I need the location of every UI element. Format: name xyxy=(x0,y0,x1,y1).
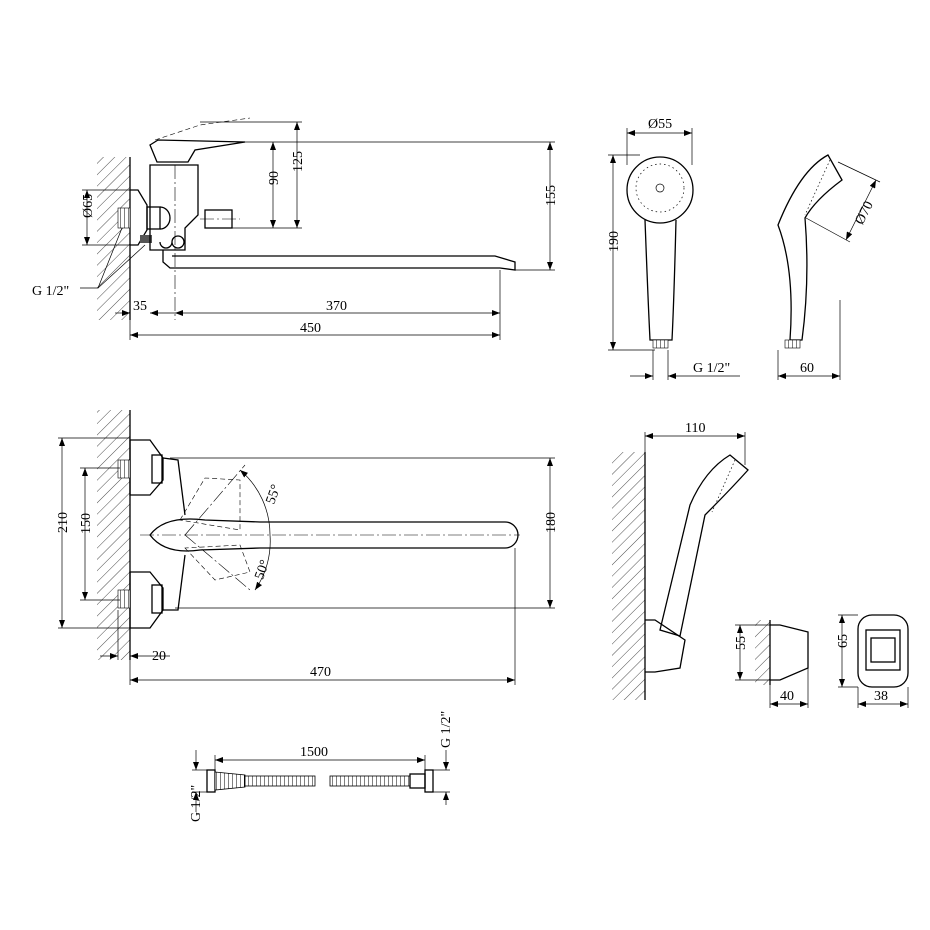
dim-d65: Ø65 xyxy=(81,194,96,218)
thread-right: G 1/2" xyxy=(439,711,454,748)
holder-front-view: 65 38 xyxy=(836,614,909,708)
dim-110: 110 xyxy=(685,421,705,436)
dim-450: 450 xyxy=(300,321,321,336)
dim-1500: 1500 xyxy=(300,745,328,760)
dim-370: 370 xyxy=(326,299,347,314)
thread-label: G 1/2" xyxy=(32,284,69,299)
shower-front-view: Ø55 190 G 1/2" xyxy=(607,117,740,380)
dim-180: 180 xyxy=(544,512,559,533)
dim-155: 155 xyxy=(544,185,559,206)
dim-470: 470 xyxy=(310,665,331,680)
dim-35: 35 xyxy=(133,299,147,314)
dim-90: 90 xyxy=(267,171,282,185)
dim-60: 60 xyxy=(800,361,814,376)
dim-125: 125 xyxy=(291,151,306,172)
faucet-top-view: 210 150 180 20 470 55° 50° xyxy=(56,410,559,685)
angle-55: 55° xyxy=(264,483,285,507)
thread-label-shower: G 1/2" xyxy=(693,361,730,376)
thread-left: G 1/2" xyxy=(189,785,204,822)
dim-d70: Ø70 xyxy=(853,199,877,227)
faucet-side-view: 90 125 155 Ø65 G 1/2" 35 370 450 xyxy=(32,117,559,340)
holder-mounted-view: 110 xyxy=(612,421,749,700)
holder-side-view: 55 40 xyxy=(734,620,809,708)
dim-d55: Ø55 xyxy=(648,117,672,132)
angle-50: 50° xyxy=(252,558,273,582)
dim-20: 20 xyxy=(152,649,166,664)
hose-view: 1500 G 1/2" G 1/2" xyxy=(189,711,454,822)
dim-190: 190 xyxy=(607,231,622,252)
shower-side-view: Ø70 60 xyxy=(777,154,881,380)
dim-210: 210 xyxy=(56,512,71,533)
dim-55-holder: 55 xyxy=(734,636,749,650)
dim-65-holder: 65 xyxy=(836,634,851,648)
dim-150: 150 xyxy=(79,513,94,534)
dim-40: 40 xyxy=(780,689,794,704)
dim-38: 38 xyxy=(874,689,888,704)
